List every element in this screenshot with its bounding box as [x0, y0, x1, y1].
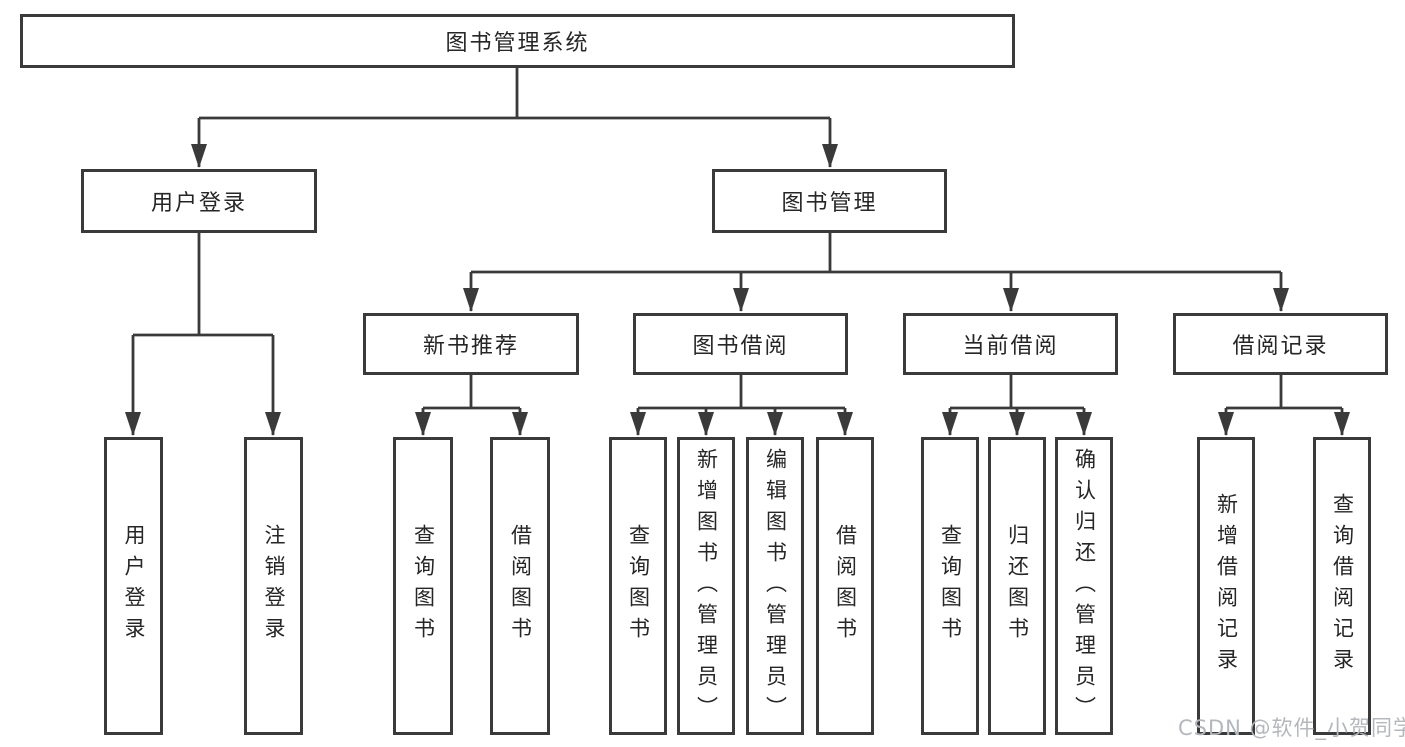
leaf-edit-book-admin: 编辑图书（管理员） [746, 437, 804, 735]
leaf-query-books-recommend: 查询图书 [393, 437, 453, 735]
leaf-add-borrow-record: 新增借阅记录 [1197, 437, 1255, 735]
leaf-borrow-books: 借阅图书 [816, 437, 874, 735]
leaf-query-books-borrow: 查询图书 [609, 437, 667, 735]
leaf-query-books-current: 查询图书 [921, 437, 979, 735]
node-book-borrow: 图书借阅 [633, 313, 848, 375]
leaf-query-borrow-record: 查询借阅记录 [1313, 437, 1371, 735]
leaf-user-login: 用户登录 [104, 437, 163, 735]
node-borrow-records: 借阅记录 [1173, 313, 1388, 375]
leaf-add-book-admin: 新增图书（管理员） [677, 437, 735, 735]
node-book-management: 图书管理 [712, 169, 947, 233]
node-library-system: 图书管理系统 [20, 14, 1015, 68]
node-current-borrow: 当前借阅 [903, 313, 1118, 375]
leaf-return-book: 归还图书 [988, 437, 1046, 735]
node-user-login: 用户登录 [81, 169, 317, 233]
leaf-confirm-return-admin: 确认归还（管理员） [1055, 437, 1113, 735]
csdn-watermark: CSDN @软件_小贺同学 [1178, 716, 1405, 740]
node-new-book-recommend: 新书推荐 [363, 313, 579, 375]
leaf-borrow-books-recommend: 借阅图书 [490, 437, 550, 735]
leaf-logout: 注销登录 [244, 437, 303, 735]
